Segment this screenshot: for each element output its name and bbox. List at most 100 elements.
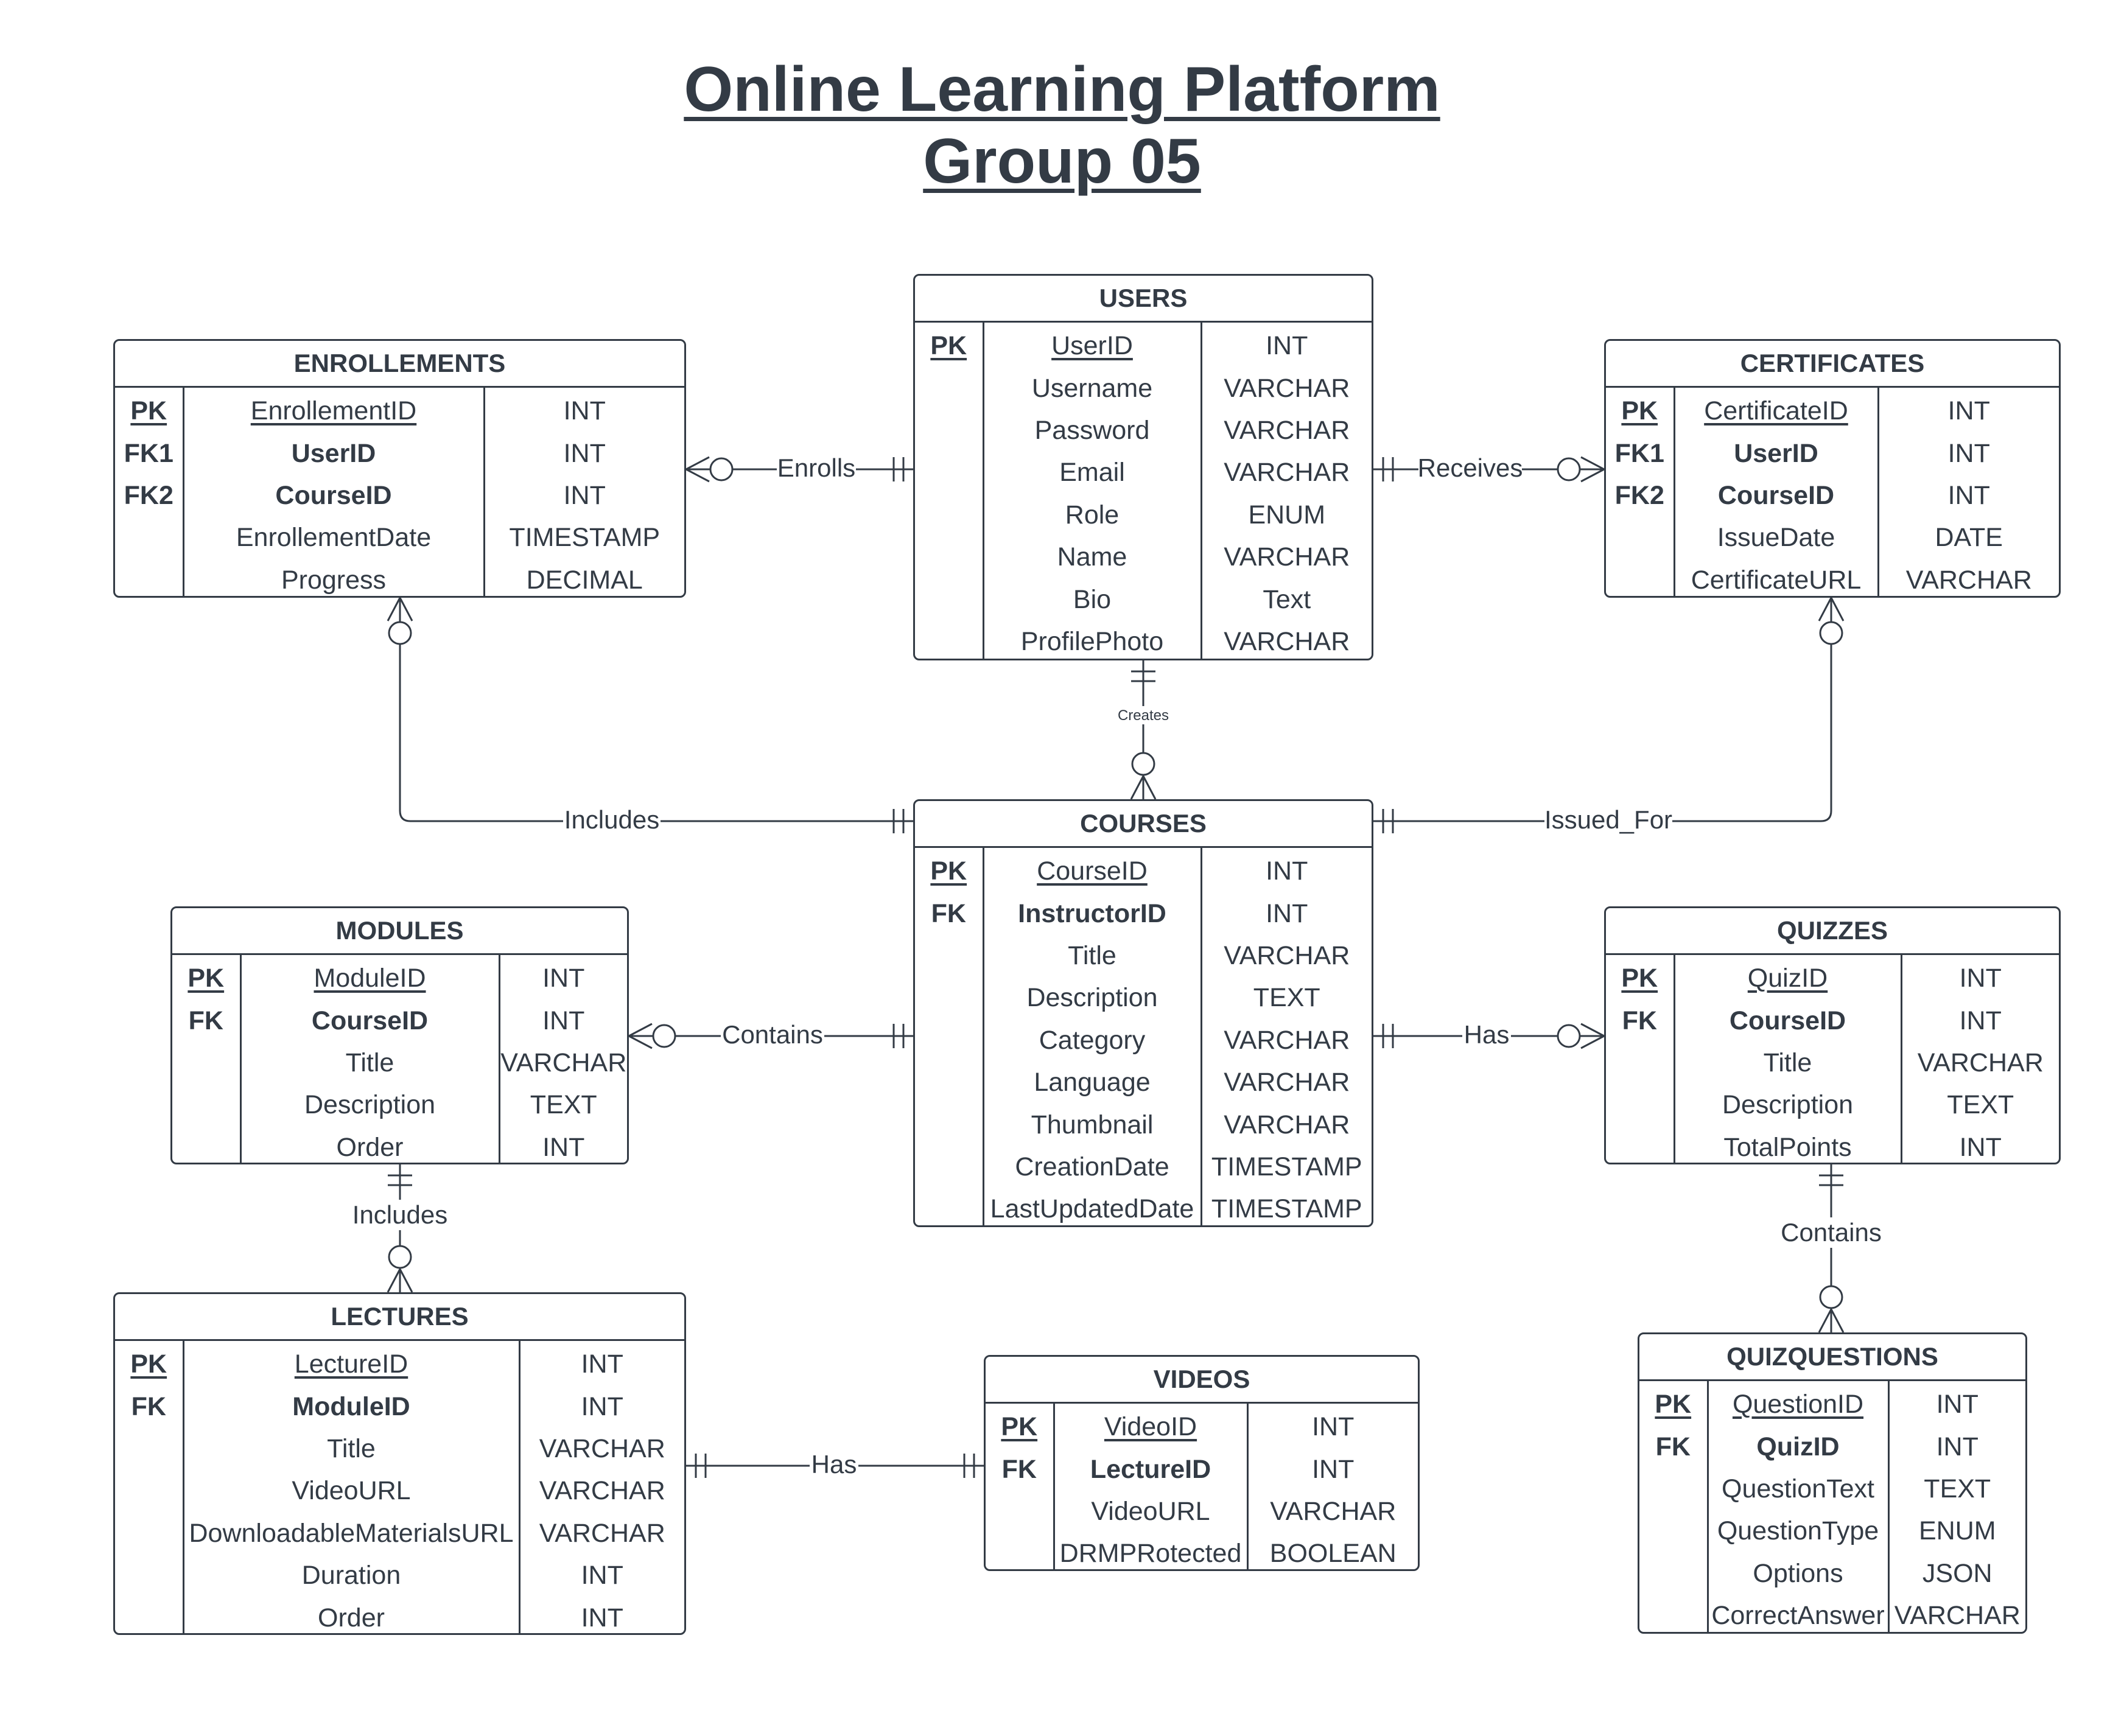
field-type: INT (1878, 388, 2059, 432)
field-name: CreationDate (983, 1146, 1202, 1189)
field-key (115, 1512, 184, 1555)
field-key (915, 620, 984, 659)
field-key: PK (115, 1341, 184, 1386)
field-type-text: INT (1947, 438, 1990, 468)
field-key (1606, 517, 1675, 559)
field-name-text: CreationDate (1015, 1152, 1169, 1181)
field-key (172, 1126, 242, 1163)
field-type: INT (1201, 323, 1372, 367)
field-name-text: Options (1753, 1558, 1843, 1588)
field-name: CertificateID (1674, 388, 1879, 433)
field-key-text: PK (1621, 396, 1658, 426)
field-type-text: INT (1936, 1432, 1979, 1461)
field-name-text: QuestionText (1722, 1474, 1874, 1503)
field-type: TEXT (1901, 1084, 2059, 1126)
field-type-text: VARCHAR (1224, 458, 1350, 488)
field-name: Username (983, 367, 1202, 410)
field-key-text: PK (1621, 964, 1658, 993)
field-key-text: FK (931, 898, 966, 928)
field-name: Title (983, 934, 1202, 978)
field-type: ENUM (1201, 494, 1372, 536)
field-type-text: INT (581, 1349, 623, 1379)
rel-label-contains-module: Contains (722, 1020, 823, 1049)
field-name-text: Description (1722, 1090, 1854, 1120)
field-name: EnrollementID (183, 388, 485, 433)
field-key: PK (986, 1404, 1055, 1449)
field-name-text: Duration (301, 1561, 401, 1591)
field-key (915, 536, 984, 579)
field-name: Order (240, 1126, 500, 1163)
field-type-text: INT (581, 1603, 623, 1633)
field-type-text: INT (542, 1132, 585, 1162)
field-name-text: CourseID (1717, 480, 1835, 510)
field-name-text: DownloadableMaterialsURL (189, 1518, 514, 1548)
field-name-text: CourseID (311, 1006, 429, 1035)
field-key (915, 1146, 984, 1189)
field-type: VARCHAR (1201, 935, 1372, 977)
field-name-text: Language (1034, 1068, 1151, 1097)
field-type: VARCHAR (1888, 1595, 2025, 1632)
field-name-text: Role (1065, 500, 1120, 530)
field-key: PK (1639, 1381, 1709, 1426)
field-row: Options JSON (1639, 1552, 2025, 1595)
field-name: Title (240, 1041, 500, 1085)
field-key (915, 1061, 984, 1104)
field-type-text: JSON (1922, 1558, 1993, 1588)
field-type-text: VARCHAR (539, 1433, 665, 1463)
field-key (915, 1188, 984, 1225)
field-type: INT (1901, 1127, 2059, 1163)
field-name: DownloadableMaterialsURL (183, 1512, 520, 1555)
rel-label-includes-enrollement: Includes (564, 805, 659, 834)
field-type-text: INT (1947, 480, 1990, 510)
field-key (915, 494, 984, 536)
field-name: CertificateURL (1674, 559, 1879, 596)
field-key (915, 934, 984, 978)
field-name-text: ModuleID (292, 1391, 410, 1421)
field-type: INT (519, 1597, 684, 1633)
field-key-text: PK (1001, 1412, 1038, 1442)
rel-label-receives: Receives (1418, 453, 1523, 482)
field-name: CourseID (240, 999, 500, 1042)
field-type-text: INT (1936, 1390, 1979, 1419)
field-type: JSON (1888, 1553, 2025, 1595)
entity-header: COURSES (915, 801, 1372, 848)
field-type: INT (484, 432, 684, 474)
rel-label-creates: Creates (1118, 707, 1169, 724)
field-key (115, 1554, 184, 1597)
field-name-text: QuizID (1747, 964, 1828, 993)
field-type-text: TEXT (1947, 1090, 2014, 1120)
field-key: PK (1606, 388, 1675, 433)
field-key (172, 1084, 242, 1127)
field-name: Title (183, 1427, 520, 1471)
field-key-text: FK1 (1614, 438, 1664, 468)
field-type: INT (1888, 1381, 2025, 1426)
field-type-text: VARCHAR (1894, 1601, 2021, 1631)
field-type-text: VARCHAR (539, 1476, 665, 1506)
field-key: FK (1639, 1426, 1709, 1468)
field-row: Order INT (172, 1126, 627, 1163)
field-type: INT (1247, 1448, 1418, 1490)
field-name: DRMPRotected (1054, 1533, 1249, 1569)
